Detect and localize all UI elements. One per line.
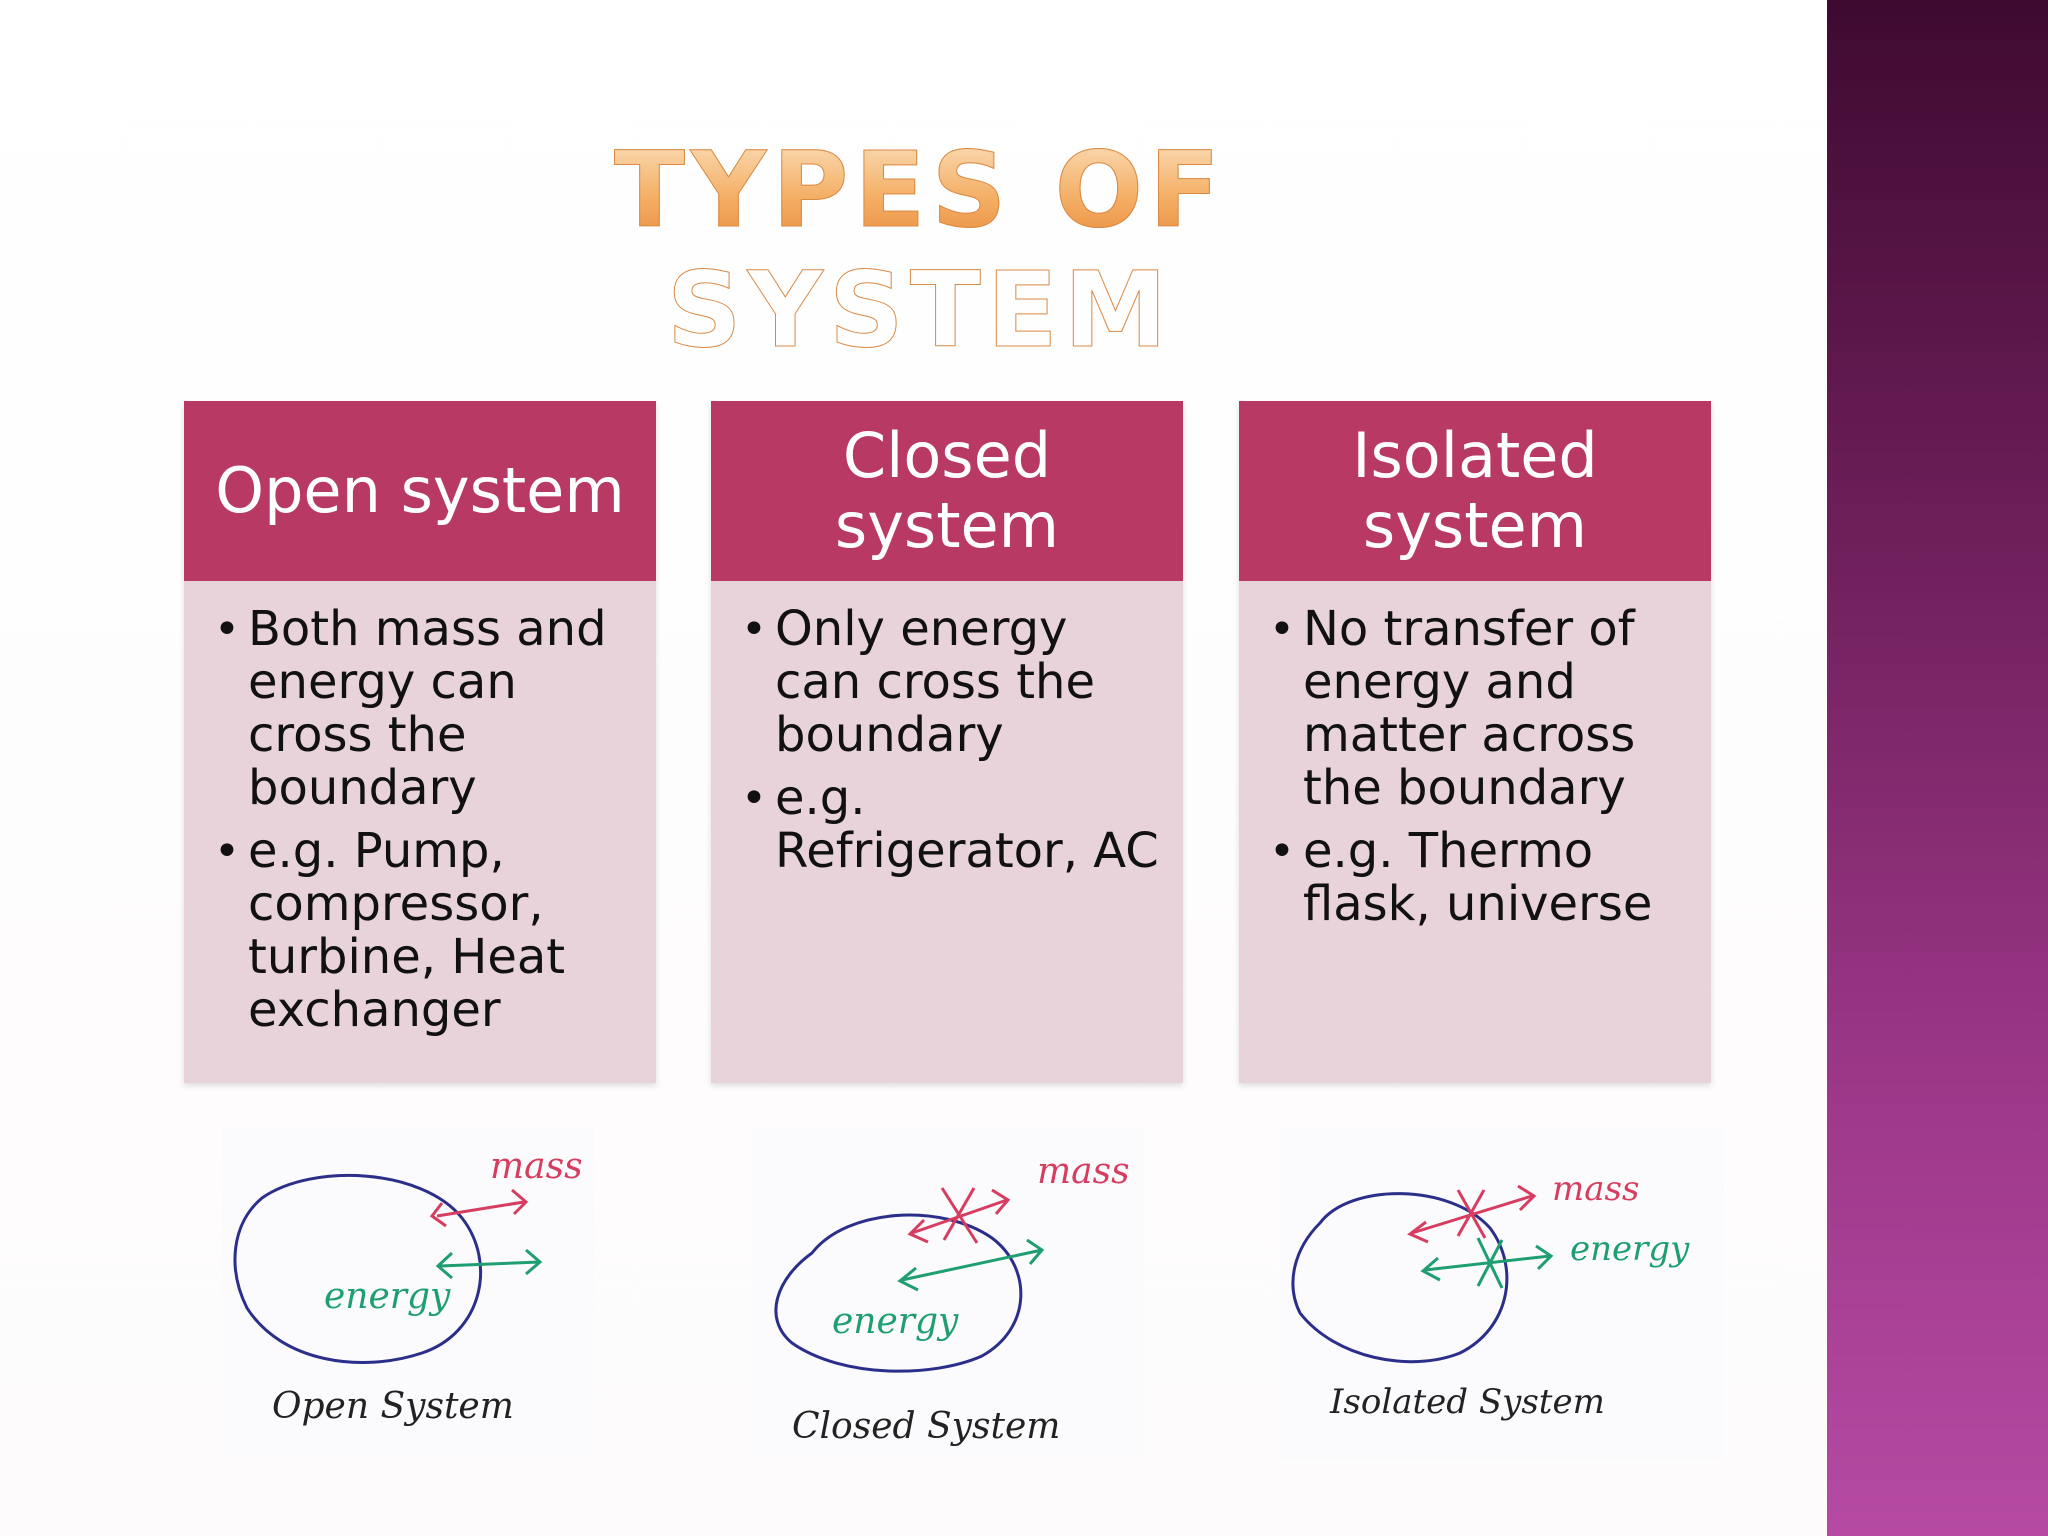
energy-arrow-icon [435,1248,543,1280]
column-isolated-system: Isolated system •No transfer of energy a… [1239,401,1711,1083]
energy-label: energy [1570,1229,1690,1269]
list-item: •No transfer of energy and matter across… [1267,603,1693,815]
bullet-list: •Both mass and energy can cross the boun… [212,603,638,1037]
bullet-list: •No transfer of energy and matter across… [1267,603,1693,931]
column-body: •No transfer of energy and matter across… [1239,581,1711,1083]
bullet-list: •Only energy can cross the boundary •e.g… [739,603,1165,878]
column-heading: Isolated system [1239,401,1711,581]
mass-arrow-icon [429,1188,529,1228]
energy-arrow-icon [897,1238,1045,1292]
sketch-caption: Isolated System [1329,1382,1605,1422]
closed-system-sketch: mass energy Closed System [752,1128,1144,1458]
bullet-icon: • [214,604,240,655]
boundary-circle [1291,1192,1509,1364]
mass-arrow-crossed-icon [907,1187,1011,1244]
bullet-icon: • [741,604,767,655]
bullet-text: e.g. Thermo flask, universe [1303,823,1653,932]
column-open-system: Open system •Both mass and energy can cr… [184,401,656,1083]
bullet-icon: • [1269,604,1295,655]
boundary-circle [233,1173,483,1364]
sketch-caption: Open System [272,1386,514,1427]
bullet-text: No transfer of energy and matter across … [1303,601,1636,816]
energy-label: energy [832,1301,959,1342]
list-item: •e.g. Thermo flask, universe [1267,825,1693,931]
column-body: •Only energy can cross the boundary •e.g… [711,581,1183,1083]
open-system-sketch: mass energy Open System [222,1128,594,1456]
mass-label: mass [490,1146,583,1187]
list-item: •Only energy can cross the boundary [739,603,1165,762]
column-closed-system: Closed system •Only energy can cross the… [711,401,1183,1083]
column-heading: Closed system [711,401,1183,581]
bullet-icon: • [1269,826,1295,877]
bullet-text: e.g. Refrigerator, AC [775,770,1159,879]
energy-arrow-crossed-icon [1420,1237,1554,1289]
decorative-side-band [1827,0,2048,1536]
isolated-system-sketch: mass energy Isolated System [1280,1128,1724,1460]
mass-label: mass [1552,1169,1639,1209]
list-item: •Both mass and energy can cross the boun… [212,603,638,815]
open-system-diagram: mass energy Open System [233,1146,583,1427]
isolated-system-diagram: mass energy Isolated System [1291,1169,1690,1422]
slide-title: TYPES OF SYSTEM [440,130,1400,371]
bullet-text: Only energy can cross the boundary [775,601,1095,763]
column-heading: Open system [184,401,656,581]
sketch-caption: Closed System [792,1406,1060,1447]
bullet-text: e.g. Pump, compressor, turbine, Heat exc… [248,823,566,1038]
bullet-text: Both mass and energy can cross the bound… [248,601,607,816]
closed-system-diagram: mass energy Closed System [774,1151,1130,1447]
energy-label: energy [324,1276,451,1317]
list-item: •e.g. Refrigerator, AC [739,772,1165,878]
mass-label: mass [1037,1151,1130,1192]
list-item: •e.g. Pump, compressor, turbine, Heat ex… [212,825,638,1037]
boundary-circle [774,1213,1023,1373]
bullet-icon: • [214,826,240,877]
column-body: •Both mass and energy can cross the boun… [184,581,656,1083]
bullet-icon: • [741,773,767,824]
mass-arrow-crossed-icon [1407,1184,1537,1244]
